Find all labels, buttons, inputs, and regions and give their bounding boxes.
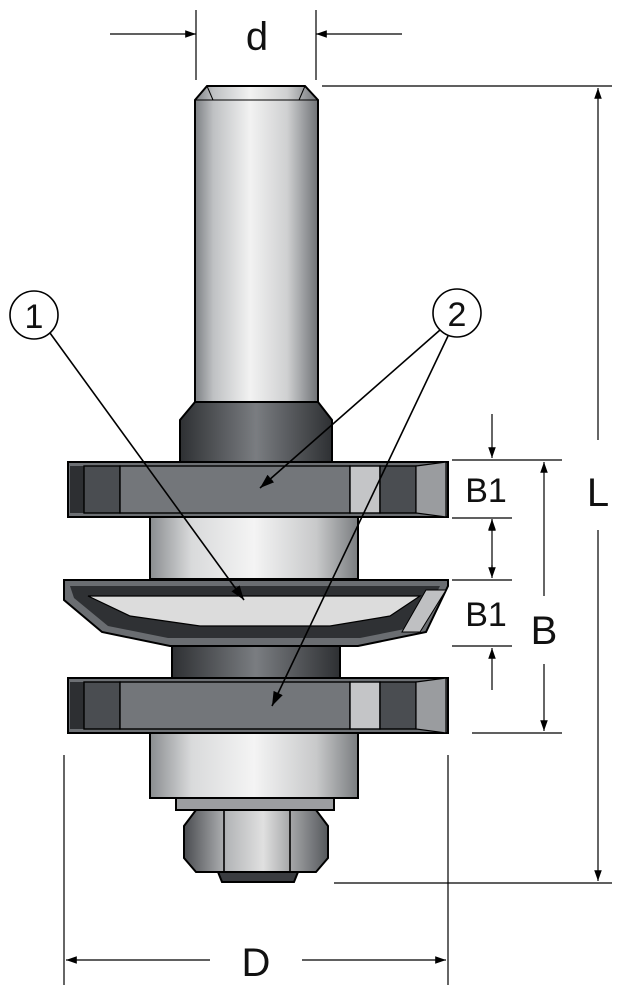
middle-profile-cutter [63,579,449,647]
label-d: d [246,15,268,59]
label-B: B [531,609,558,653]
hex-nut [183,809,329,883]
middle-spacer [149,516,359,580]
dimension-B: B [452,459,562,734]
lower-dark-spacer [171,645,341,679]
label-L: L [587,471,609,515]
dimension-D: D [63,755,449,985]
callout-1-label: 1 [25,298,44,336]
callout-2-label: 2 [448,296,467,334]
callout-1: 1 [9,290,245,601]
label-B1-bottom: B1 [465,596,507,634]
body-collar [179,401,333,463]
callout-2: 2 [259,288,482,707]
label-B1-top: B1 [465,472,507,510]
dimension-L: L [322,85,612,884]
dimension-B1: B1 B1 [452,414,512,690]
shank [194,85,319,403]
top-slot-cutter [67,461,449,518]
dimension-d: d [110,10,402,80]
label-D: D [242,941,271,985]
bottom-slot-cutter [67,677,449,734]
bottom-spacer [149,732,359,811]
